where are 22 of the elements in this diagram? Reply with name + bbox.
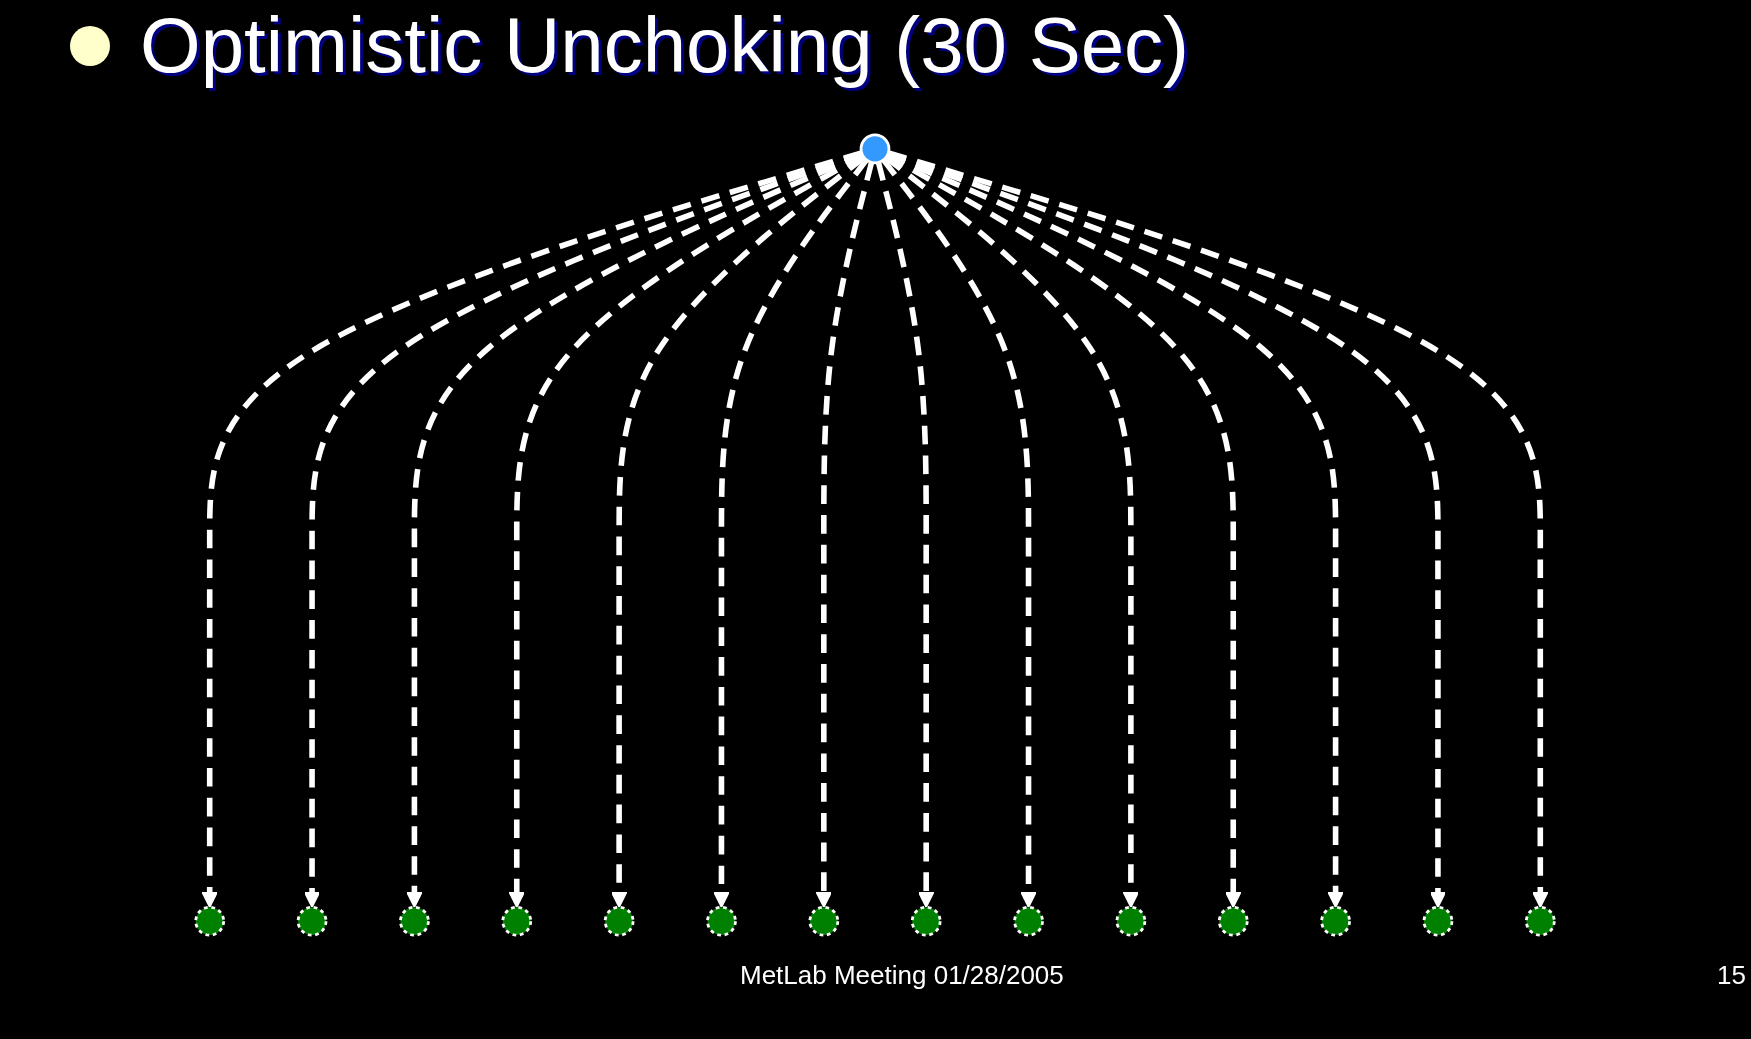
node-ellipse bbox=[1115, 905, 1147, 937]
node-ellipse bbox=[1320, 905, 1351, 937]
node-ellipse bbox=[808, 905, 840, 937]
node-ellipse bbox=[859, 133, 891, 165]
footer-text: MetLab Meeting 01/28/2005 bbox=[740, 960, 1064, 991]
arrow bbox=[881, 158, 1037, 908]
arrow bbox=[875, 161, 935, 908]
node-ellipse bbox=[910, 905, 942, 937]
node-ellipse bbox=[1422, 905, 1454, 937]
node-ellipse bbox=[1524, 905, 1556, 937]
arrow bbox=[713, 158, 869, 908]
arrow bbox=[815, 161, 875, 908]
node-ellipse bbox=[296, 905, 328, 937]
node-ellipse bbox=[706, 905, 737, 937]
node-ellipse bbox=[1217, 905, 1249, 937]
node-ellipse bbox=[399, 905, 430, 937]
node-ellipse bbox=[194, 905, 226, 937]
node-ellipse bbox=[1013, 905, 1044, 937]
slide-title: Optimistic Unchoking (30 Sec) bbox=[140, 0, 1190, 91]
page-number: 15 bbox=[1717, 960, 1746, 991]
node-ellipse bbox=[603, 905, 635, 937]
node-ellipse bbox=[501, 905, 533, 937]
